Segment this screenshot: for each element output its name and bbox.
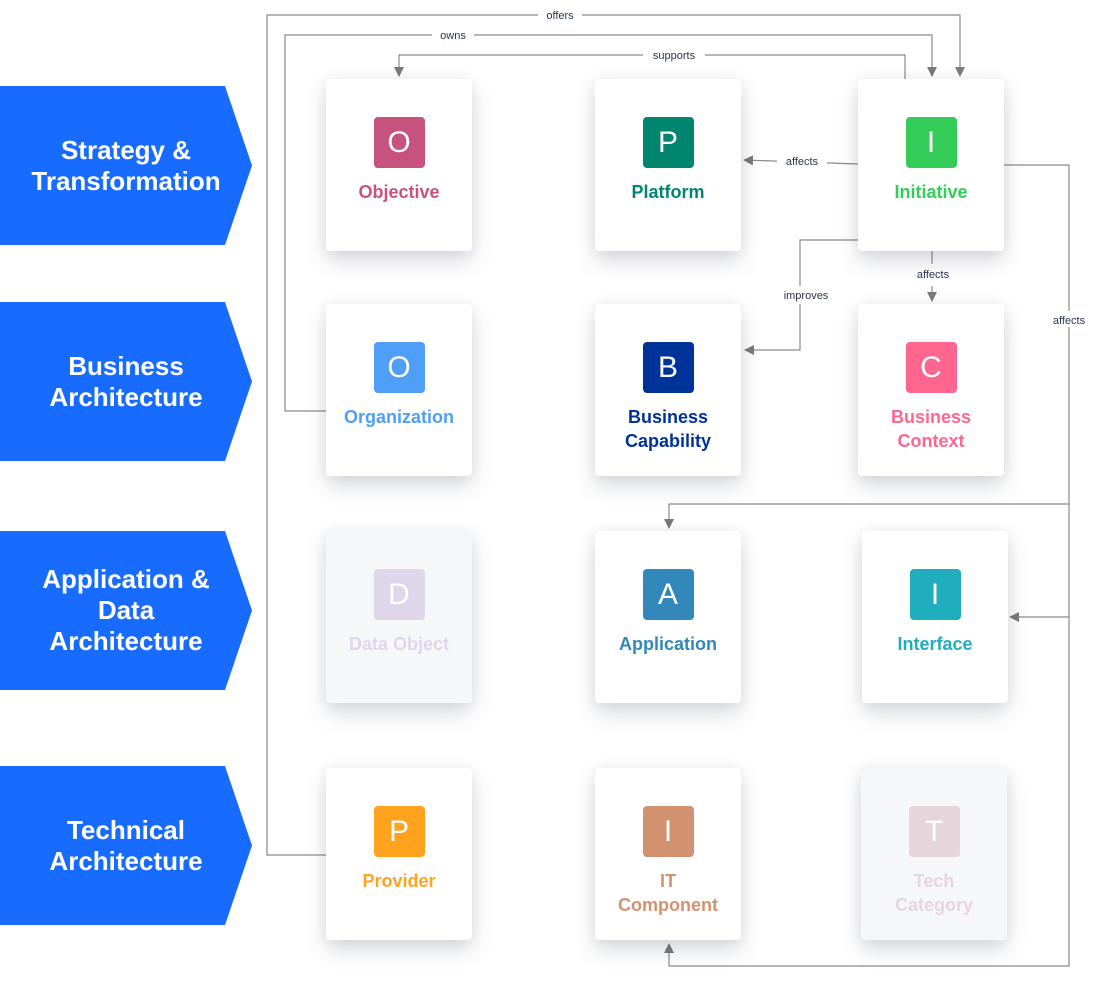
card-label: Initiative (894, 182, 968, 202)
layer-label: Technical Architecture (49, 814, 203, 876)
objective-icon: O (373, 117, 425, 168)
card-label: Platform (631, 182, 705, 202)
edge-affects-itcomponent (664, 617, 1070, 967)
platform-icon: P (642, 117, 694, 168)
card-interface[interactable]: I Interface (862, 531, 1008, 703)
application-icon: A (642, 569, 694, 620)
card-label: Business Context (890, 407, 972, 451)
edge-owns (284, 34, 937, 412)
card-label: Tech Category (894, 871, 974, 915)
card-data-object[interactable]: D Data Object (326, 531, 472, 703)
edge-label-owns: owns (440, 30, 466, 42)
edge-label-affects-application: affects (1053, 315, 1086, 327)
edge-affects-interface (1009, 504, 1070, 622)
edge-offers (266, 14, 965, 856)
card-business-capability[interactable]: B Business Capability (595, 304, 741, 476)
card-organization[interactable]: O Organization (326, 304, 472, 476)
organization-icon: O (373, 342, 425, 393)
edge-label-supports: supports (653, 50, 696, 62)
card-provider[interactable]: P Provider (326, 768, 472, 940)
interface-icon: I (909, 569, 961, 620)
provider-icon: P (373, 806, 425, 857)
tech-category-icon: T (908, 806, 960, 857)
layer-strategy-transformation: Strategy & Transformation (0, 86, 252, 245)
edge-label-affects-platform: affects (786, 156, 819, 168)
card-label: Organization (343, 407, 454, 427)
card-label: Provider (362, 871, 436, 891)
card-initiative[interactable]: I Initiative (858, 79, 1004, 251)
layer-label: Application & Data Architecture (42, 564, 210, 656)
card-label: Application (619, 634, 717, 654)
card-label: IT Component (618, 871, 718, 915)
business-context-icon: C (905, 342, 957, 393)
data-object-icon: D (373, 569, 425, 620)
card-label: Business Capability (624, 407, 712, 451)
card-label: Data Object (348, 634, 450, 654)
card-objective[interactable]: O Objective (326, 79, 472, 251)
edge-label-offers: offers (546, 10, 574, 22)
layer-label: Business Architecture (49, 350, 203, 412)
edge-label-improves: improves (784, 290, 829, 302)
card-it-component[interactable]: I IT Component (595, 768, 741, 940)
it-component-icon: I (642, 806, 694, 857)
layer-business-architecture: Business Architecture (0, 302, 252, 461)
layer-application-data-architecture: Application & Data Architecture (0, 531, 252, 690)
card-business-context[interactable]: C Business Context (858, 304, 1004, 476)
card-tech-category[interactable]: T Tech Category (861, 768, 1007, 940)
business-capability-icon: B (642, 342, 694, 393)
card-label: Interface (897, 634, 973, 654)
card-label: Objective (358, 182, 440, 202)
edge-label-affects-context: affects (917, 269, 950, 281)
card-application[interactable]: A Application (595, 531, 741, 703)
layer-label: Strategy & Transformation (31, 134, 221, 196)
initiative-icon: I (905, 117, 957, 168)
card-platform[interactable]: P Platform (595, 79, 741, 251)
layer-technical-architecture: Technical Architecture (0, 766, 252, 925)
